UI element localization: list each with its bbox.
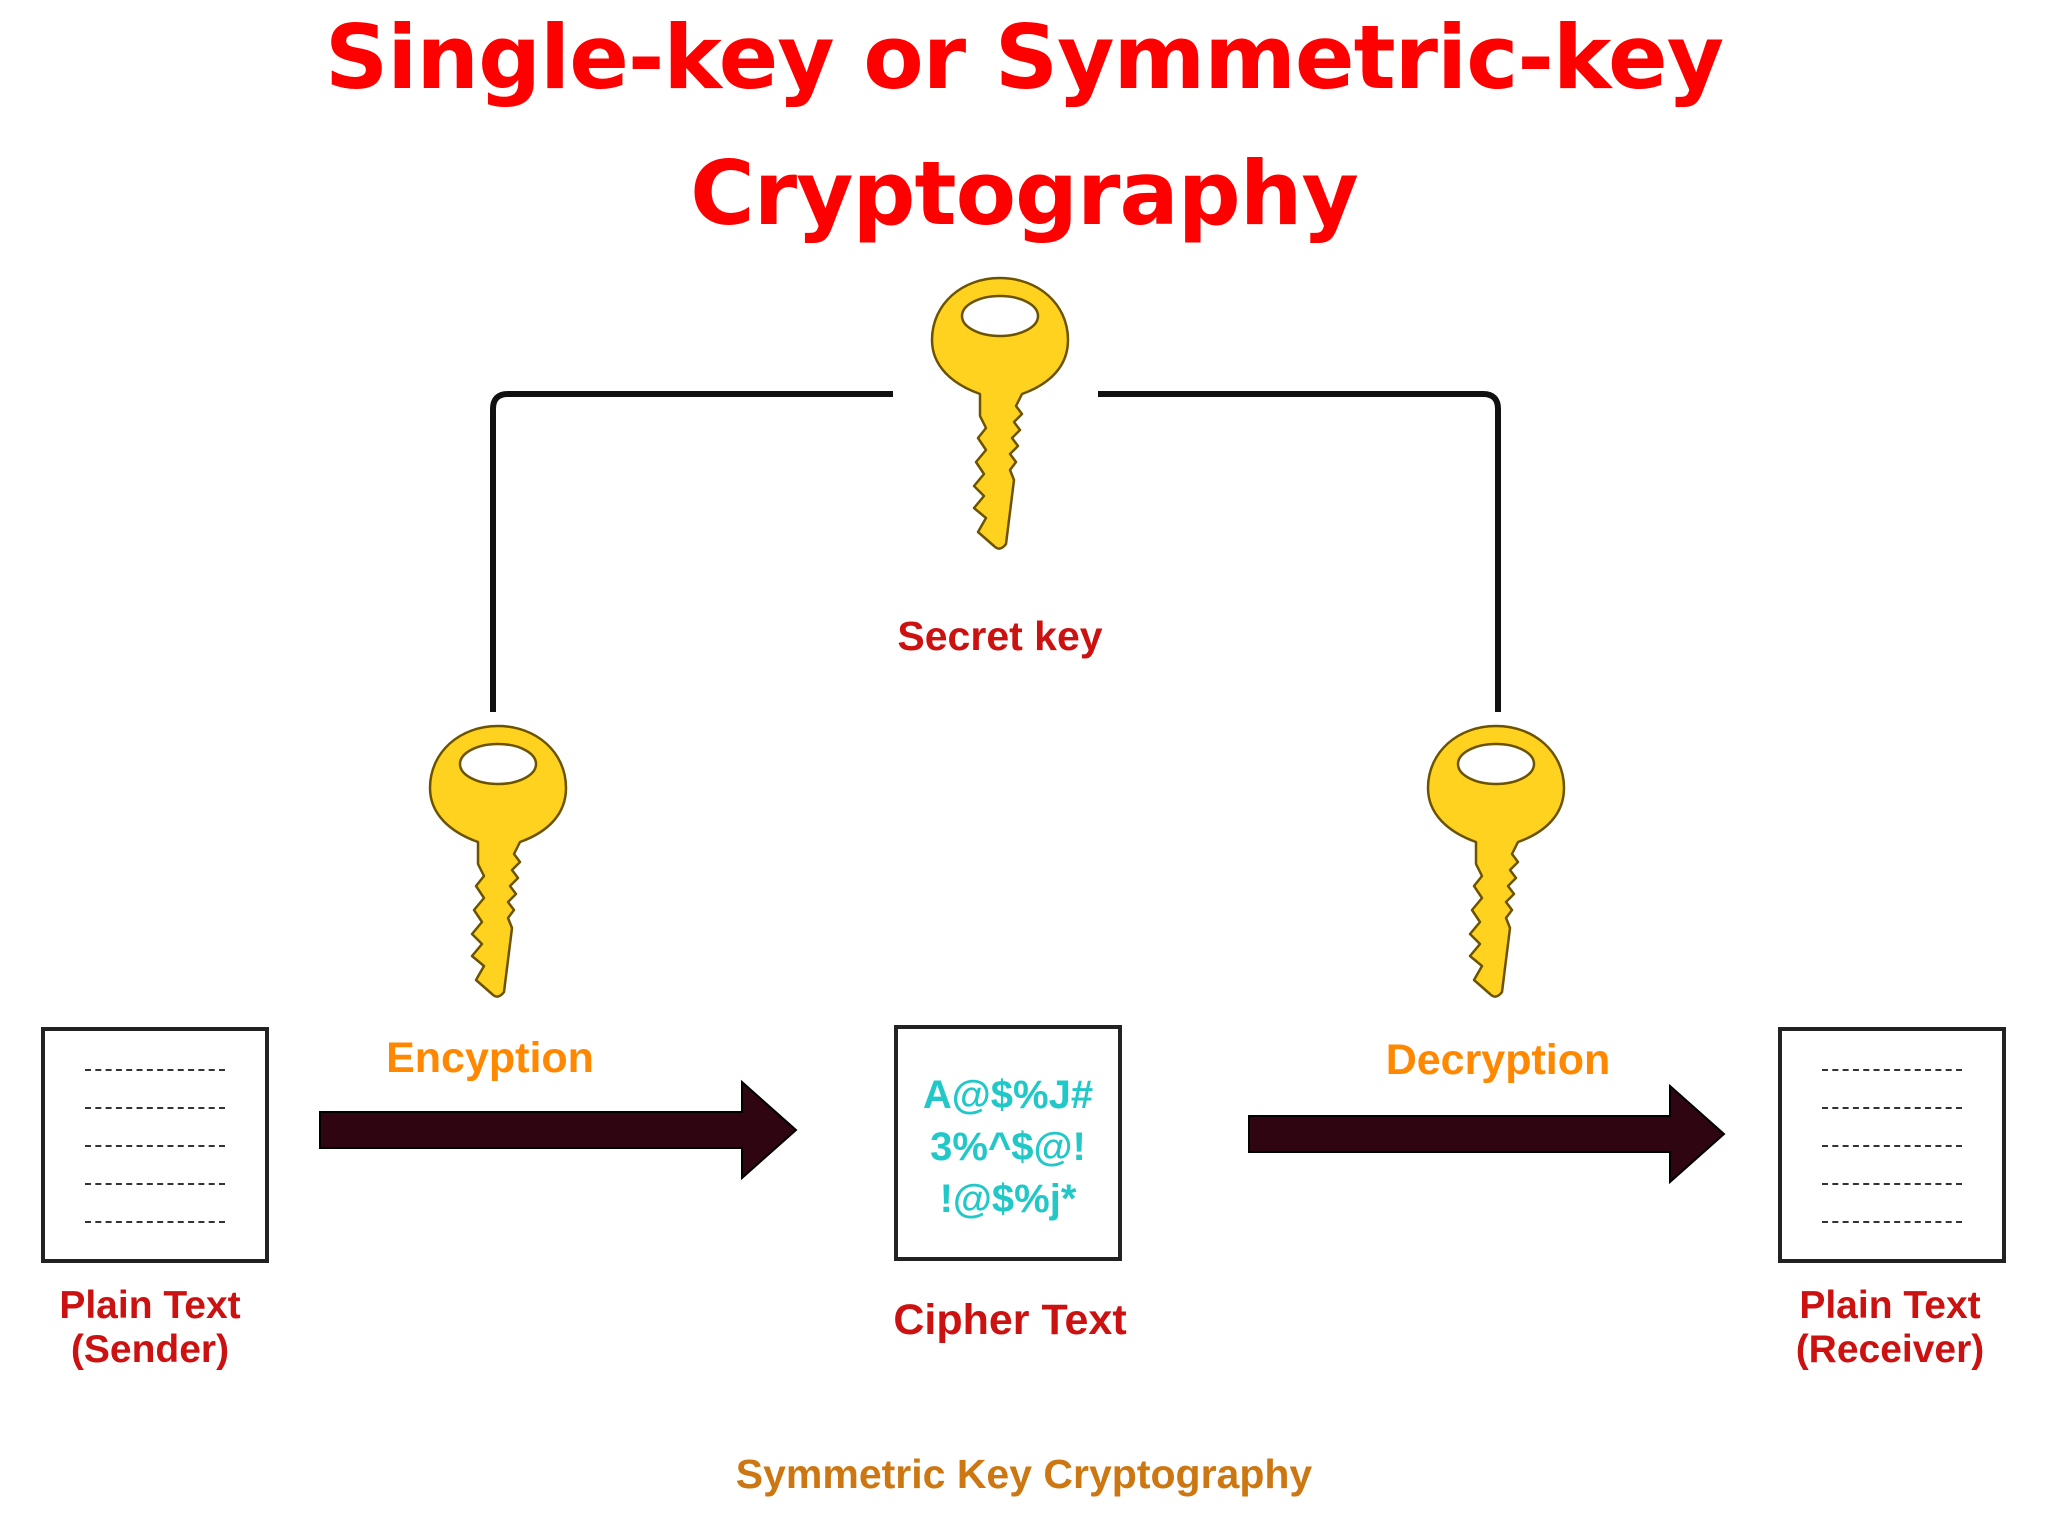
plain-text-receiver-label: Plain Text (Receiver) xyxy=(1760,1284,2020,1371)
cipher-text-label: Cipher Text xyxy=(893,1296,1127,1344)
diagram-caption: Symmetric Key Cryptography xyxy=(735,1451,1313,1497)
secret-key-icon xyxy=(930,276,1070,550)
cipher-line-2: 3%^$@! xyxy=(930,1125,1086,1169)
plain-text-sender-document-icon xyxy=(41,1027,269,1263)
cipher-line-3: !@$%j* xyxy=(939,1177,1077,1221)
plain-text-receiver-line2: (Receiver) xyxy=(1795,1327,1985,1371)
cipher-line-1: A@$%J# xyxy=(922,1073,1094,1117)
connector-left xyxy=(490,391,893,712)
decryption-key-icon xyxy=(1426,724,1566,998)
secret-key-label: Secret key xyxy=(897,613,1103,659)
plain-text-sender-line2: (Sender) xyxy=(70,1327,230,1371)
page-title-line1: Single-key or Symmetric-key xyxy=(324,6,1724,109)
connector-right xyxy=(1098,391,1501,712)
encryption-label: Encyption xyxy=(386,1034,594,1082)
decryption-arrow-icon xyxy=(1248,1083,1726,1185)
plain-text-receiver-line1: Plain Text xyxy=(1799,1284,1981,1327)
plain-text-receiver-document-icon xyxy=(1778,1027,2006,1263)
encryption-arrow-icon xyxy=(319,1079,798,1181)
cipher-text-document-icon: A@$%J# 3%^$@! !@$%j* xyxy=(894,1025,1122,1261)
plain-text-sender-label: Plain Text (Sender) xyxy=(30,1284,270,1371)
decryption-label: Decryption xyxy=(1385,1036,1611,1084)
plain-text-sender-line1: Plain Text xyxy=(59,1284,241,1327)
encryption-key-icon xyxy=(428,724,568,998)
page-title-line2: Cryptography xyxy=(690,142,1359,245)
